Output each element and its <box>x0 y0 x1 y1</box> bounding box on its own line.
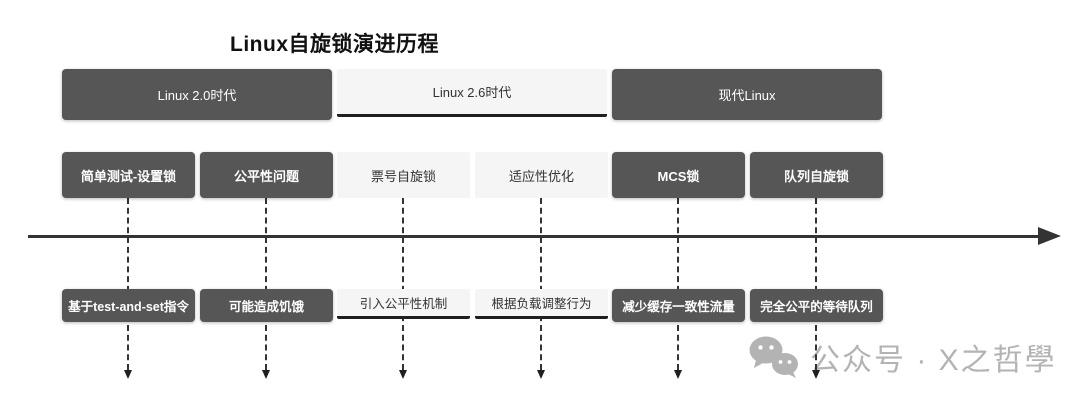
watermark: 公众号 · X之哲學 <box>748 334 1057 380</box>
description-label: 减少缓存一致性流量 <box>622 300 735 314</box>
milestone-label: 队列自旋锁 <box>783 168 849 184</box>
connector-column-6 <box>812 198 820 379</box>
wechat-icon <box>749 336 798 378</box>
milestone-box-adaptive-optimization: 适应性优化 <box>475 152 608 198</box>
description-box-fairness-problem: 可能造成饥饿 <box>200 289 333 322</box>
milestone-box-mcs-lock: MCS锁 <box>612 152 745 198</box>
era-label: Linux 2.0时代 <box>157 88 237 103</box>
milestone-label: 简单测试-设置锁 <box>80 168 177 184</box>
milestone-label: 公平性问题 <box>233 168 299 184</box>
milestone-box-simple-test-set: 简单测试-设置锁 <box>62 152 195 198</box>
description-box-adaptive-optimization: 根据负载调整行为 <box>475 289 608 319</box>
connector-column-1 <box>124 198 132 379</box>
description-label: 引入公平性机制 <box>359 297 448 311</box>
connector-column-5 <box>674 198 682 379</box>
description-label: 根据负载调整行为 <box>491 297 592 311</box>
down-arrowhead-icon <box>812 370 820 379</box>
description-box-mcs-lock: 减少缓存一致性流量 <box>612 289 745 322</box>
description-label: 基于test-and-set指令 <box>68 300 189 314</box>
connector-column-4 <box>537 198 545 379</box>
timeline-axis <box>28 235 1040 238</box>
watermark-text: 公众号 · X之哲學 <box>810 344 1057 377</box>
description-label: 完全公平的等待队列 <box>760 300 873 314</box>
down-arrowhead-icon <box>262 370 270 379</box>
era-label: 现代Linux <box>718 88 776 103</box>
down-arrowhead-icon <box>674 370 682 379</box>
down-arrowhead-icon <box>399 370 407 379</box>
description-box-ticket-spinlock: 引入公平性机制 <box>337 289 470 319</box>
milestone-label: MCS锁 <box>657 168 700 184</box>
right-arrowhead-icon <box>1038 227 1061 245</box>
era-box-modern-linux: 现代Linux <box>612 69 882 120</box>
description-label: 可能造成饥饿 <box>228 300 304 314</box>
down-arrowhead-icon <box>124 370 132 379</box>
milestone-label: 适应性优化 <box>508 168 574 184</box>
era-label: Linux 2.6时代 <box>432 85 512 100</box>
down-arrowhead-icon <box>537 370 545 379</box>
milestone-box-ticket-spinlock: 票号自旋锁 <box>337 152 470 198</box>
era-box-linux-2-0: Linux 2.0时代 <box>62 69 332 120</box>
description-box-simple-test-set: 基于test-and-set指令 <box>62 289 195 322</box>
milestone-label: 票号自旋锁 <box>370 168 436 184</box>
milestone-box-queued-spinlock: 队列自旋锁 <box>750 152 883 198</box>
connector-column-3 <box>399 198 407 379</box>
diagram-title: Linux自旋锁演进历程 <box>230 33 439 56</box>
era-box-linux-2-6: Linux 2.6时代 <box>337 69 607 117</box>
connector-column-2 <box>262 198 270 379</box>
description-box-queued-spinlock: 完全公平的等待队列 <box>750 289 883 322</box>
milestone-box-fairness-problem: 公平性问题 <box>200 152 333 198</box>
